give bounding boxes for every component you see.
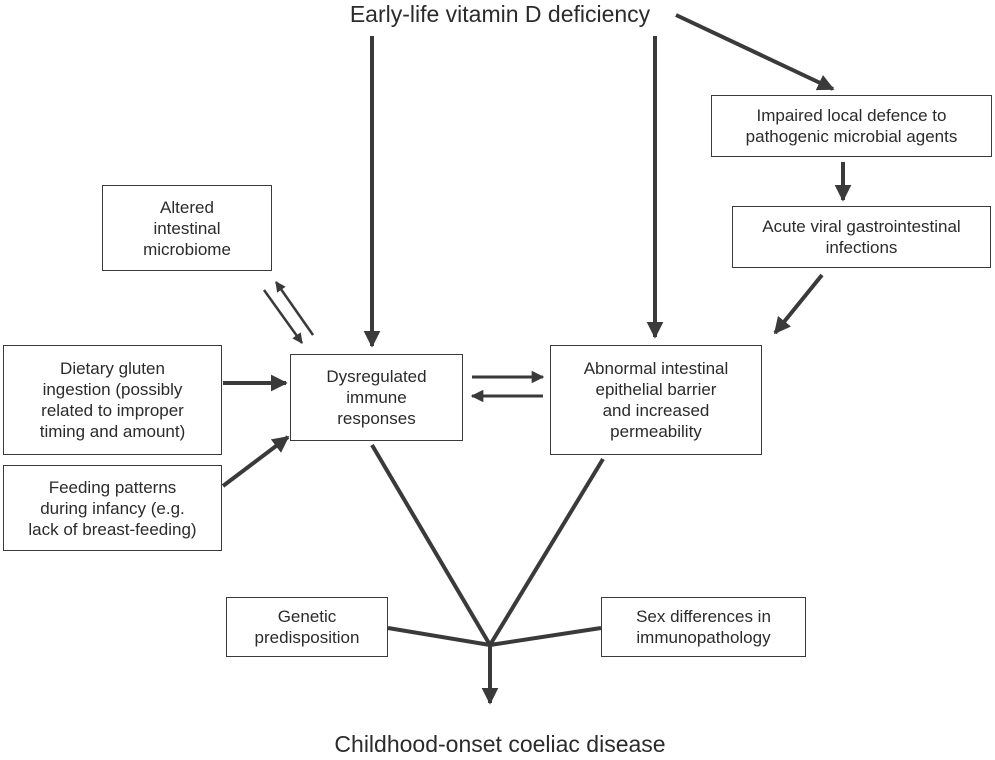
edge-viral-to-barrier — [773, 273, 824, 335]
edge-genetic-to-convergence — [387, 626, 491, 647]
edge-dysregulated-to-microbiome — [274, 281, 315, 336]
edge-sex-to-convergence — [489, 626, 602, 647]
node-sex-differences: Sex differences in immunopathology — [601, 597, 806, 657]
node-dietary-gluten-ingestion: Dietary gluten ingestion (possibly relat… — [3, 345, 222, 455]
node-acute-viral-infections: Acute viral gastrointestinal infections — [732, 206, 991, 268]
node-vitamin-d-deficiency: Early-life vitamin D deficiency — [349, 1, 651, 27]
edge-vitd-to-impaired — [675, 13, 835, 91]
node-feeding-patterns: Feeding patterns during infancy (e.g. la… — [3, 465, 222, 551]
edge-barrier-to-convergence — [488, 457, 605, 647]
node-abnormal-epithelial-barrier: Abnormal intestinal epithelial barrier a… — [550, 345, 762, 455]
node-impaired-local-defence: Impaired local defence to pathogenic mic… — [711, 95, 992, 157]
edge-microbiome-to-dysregulated — [262, 289, 304, 344]
node-childhood-coeliac-disease: Childhood-onset coeliac disease — [334, 731, 666, 757]
node-genetic-predisposition: Genetic predisposition — [226, 597, 388, 657]
node-dysregulated-immune-responses: Dysregulated immune responses — [290, 354, 463, 441]
edge-dysregulated-to-convergence — [370, 443, 492, 647]
edge-feeding-to-dysregulated — [221, 435, 290, 488]
node-altered-microbiome: Altered intestinal microbiome — [102, 185, 272, 271]
